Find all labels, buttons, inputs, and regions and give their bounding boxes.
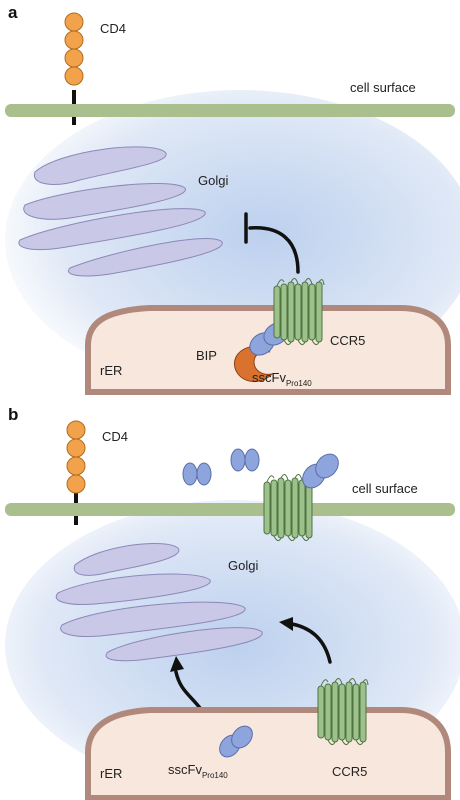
- ccr5-receptor-a: [273, 277, 325, 346]
- transport-arrow-right: [279, 617, 332, 664]
- scfv-label-b: sscFvPro140: [168, 762, 228, 780]
- panel-a: a CD4 cell surface Golgi r: [5, 3, 460, 395]
- cd4-label-a: CD4: [100, 21, 126, 36]
- ccr5-receptor-b: [317, 677, 369, 746]
- bip-label: BIP: [196, 348, 217, 363]
- transport-arrow-left: [170, 656, 202, 710]
- cell-membrane-b: [5, 503, 455, 516]
- cd4-receptor-b: [66, 420, 86, 525]
- golgi-a: [18, 146, 223, 277]
- block-arrow: [244, 212, 300, 274]
- golgi-b: [55, 543, 263, 662]
- golgi-label-b: Golgi: [228, 558, 258, 573]
- cd4-label-b: CD4: [102, 429, 128, 444]
- panel-letter-b: b: [8, 405, 18, 424]
- scfv-intrabody-b: [219, 725, 253, 758]
- ccr5-label-a: CCR5: [330, 333, 365, 348]
- scfv-on-ccr5: [302, 453, 339, 489]
- ccr5-label-b: CCR5: [332, 764, 367, 779]
- golgi-label-a: Golgi: [198, 173, 228, 188]
- rer-label-b: rER: [100, 766, 122, 781]
- rer-label-a: rER: [100, 363, 122, 378]
- rer-b: [85, 707, 451, 800]
- cell-membrane-a: [5, 104, 455, 117]
- panel-b: b CD4 cell surface: [5, 405, 460, 800]
- scfv-label-a: sscFvPro140: [252, 370, 312, 388]
- cell-surface-label-b: cell surface: [352, 481, 418, 496]
- scfv-secreted: [182, 448, 260, 486]
- cell-surface-label-a: cell surface: [350, 80, 416, 95]
- panel-letter-a: a: [8, 3, 18, 22]
